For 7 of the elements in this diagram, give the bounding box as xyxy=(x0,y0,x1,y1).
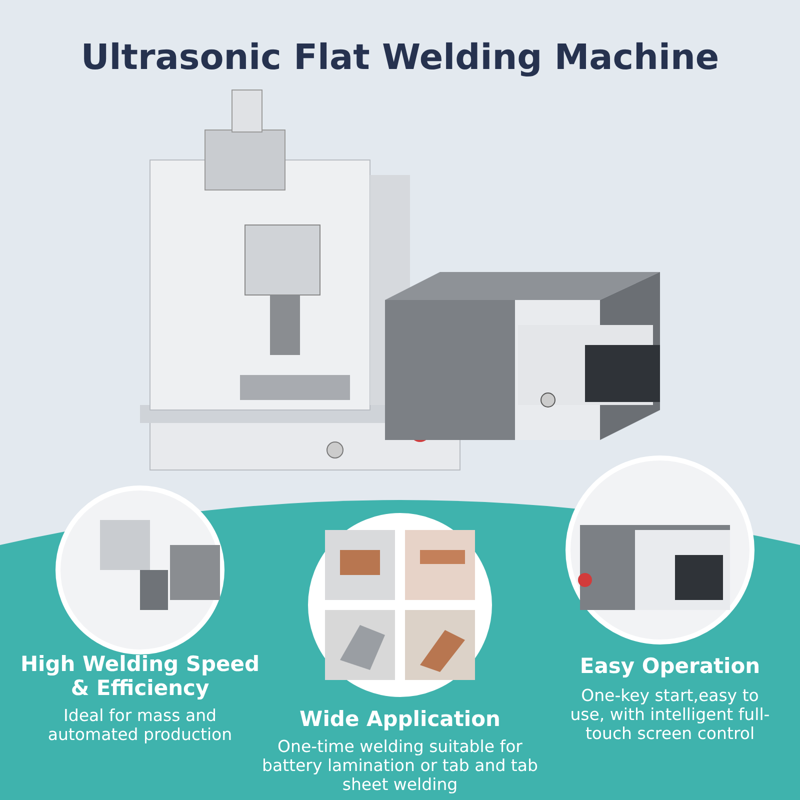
feature-description: One-time welding suitable for battery lamination or tab and tab sheet welding xyxy=(260,737,539,794)
page-title: Ultrasonic Flat Welding Machine xyxy=(80,38,720,78)
feature-heading: Easy Operation xyxy=(578,654,762,678)
feature-heading: Wide Application xyxy=(298,707,502,731)
feature-description: Ideal for mass and automated production xyxy=(46,706,234,744)
feature-description: One-key start,easy to use, with intelligent full-touch screen control xyxy=(570,686,770,743)
feature-heading: High Welding Speed & Efficiency xyxy=(20,652,260,700)
